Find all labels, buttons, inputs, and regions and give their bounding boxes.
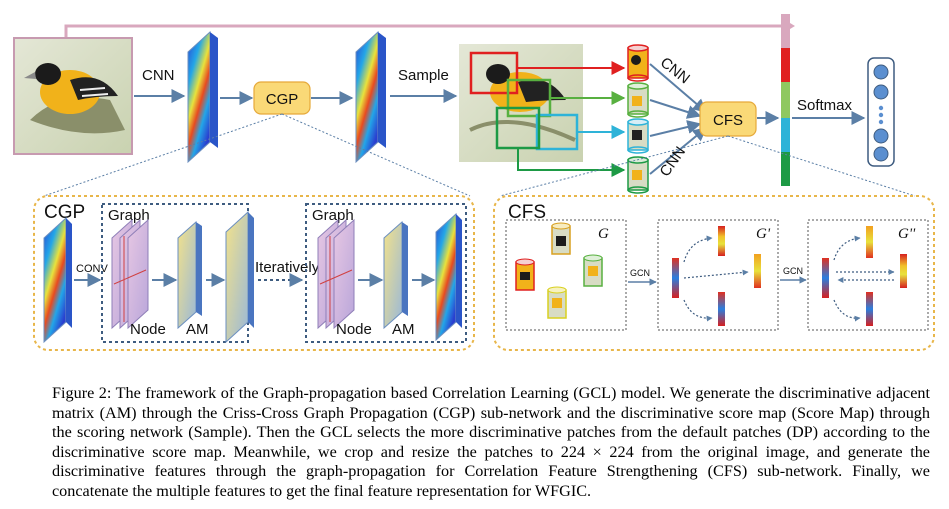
zoom-guide-cfs-left — [499, 135, 729, 197]
cfs-module-box: CFS — [699, 101, 757, 137]
zoom-guide-cgp-left — [43, 113, 283, 197]
patch-cylinder-red — [627, 44, 649, 82]
cfs-label: CFS — [713, 112, 743, 129]
feature-vector-left-2 — [822, 258, 829, 298]
gcn-label-2: GCN — [783, 266, 803, 276]
gcl-framework-diagram: CNN CGP Sample — [13, 14, 935, 351]
node-patch-bottom — [547, 286, 567, 319]
caption-prefix: Figure 2: — [52, 384, 112, 402]
cnn-label-3: CNN — [657, 144, 690, 180]
skip-connection-line — [64, 24, 785, 38]
feature-vector-bottom-2 — [866, 292, 873, 326]
graph-label-1: Graph — [108, 207, 150, 224]
feature-vector-top — [718, 226, 725, 256]
feature-vector-right — [754, 254, 761, 288]
arrow-patch3-to-cfs — [649, 120, 702, 137]
feature-vector-bottom — [718, 292, 725, 326]
node-patch-left — [515, 258, 535, 291]
sample-label: Sample — [398, 67, 449, 84]
gcn-label-1: GCN — [630, 268, 650, 278]
cnn-label-1: CNN — [142, 67, 175, 84]
am-label-1: AM — [186, 321, 209, 338]
figure-caption: Figure 2: The framework of the Graph-pro… — [52, 384, 930, 502]
graph-box-1 — [101, 203, 249, 343]
arrow-crop-darkgreen — [517, 148, 626, 177]
graph-g-box — [505, 219, 627, 331]
cfs-detail-panel: CFS G GCN G' — [493, 195, 935, 351]
graph-g-label: G — [598, 226, 609, 242]
graph-g-double-prime-box — [807, 219, 929, 331]
graph-g-prime-box — [657, 219, 779, 331]
patch-cylinder-green — [627, 82, 649, 118]
node-label-1: Node — [130, 321, 166, 338]
cfs-panel-title: CFS — [508, 202, 546, 223]
arrow-patch4-to-cfs — [649, 127, 708, 175]
cgp-module-box: CGP — [253, 81, 311, 115]
graph-g-double-prime-label: G'' — [898, 226, 916, 242]
input-bird-image — [13, 37, 133, 155]
patch-cylinder-darkgreen — [627, 156, 649, 194]
feature-vector-top-2 — [866, 226, 873, 258]
graph-g-prime-label: G' — [756, 226, 771, 242]
iteratively-label: Iteratively — [255, 259, 320, 276]
caption-text: The framework of the Graph-propagation b… — [52, 384, 930, 500]
cnn-label-2: CNN — [657, 54, 693, 87]
arrow-patch1-to-cfs — [649, 63, 708, 113]
arrow-patch2-to-cfs — [649, 99, 702, 119]
sampled-image — [459, 44, 583, 162]
conv-label: CONV — [76, 263, 108, 275]
concatenated-feature-vector — [781, 14, 790, 186]
feature-map-2 — [355, 30, 386, 164]
patch-cylinder-cyan — [627, 118, 649, 154]
node-label-2: Node — [336, 321, 372, 338]
feature-vector-left — [672, 258, 679, 298]
cgp-panel-title: CGP — [44, 202, 85, 223]
feature-map-1 — [187, 30, 218, 164]
softmax-output-layer — [867, 57, 895, 167]
graph-box-2 — [305, 203, 467, 343]
node-patch-right — [583, 254, 603, 287]
crop-box-red — [469, 51, 519, 95]
cgp-label: CGP — [266, 91, 299, 108]
zoom-guide-cfs-right — [727, 135, 916, 197]
cgp-detail-panel: CGP CONV Graph Node AM Iteratively Graph… — [33, 195, 475, 351]
feature-vector-right-2 — [900, 254, 907, 288]
softmax-label: Softmax — [797, 97, 853, 114]
graph-label-2: Graph — [312, 207, 354, 224]
am-label-2: AM — [392, 321, 415, 338]
node-patch-top — [551, 222, 571, 255]
